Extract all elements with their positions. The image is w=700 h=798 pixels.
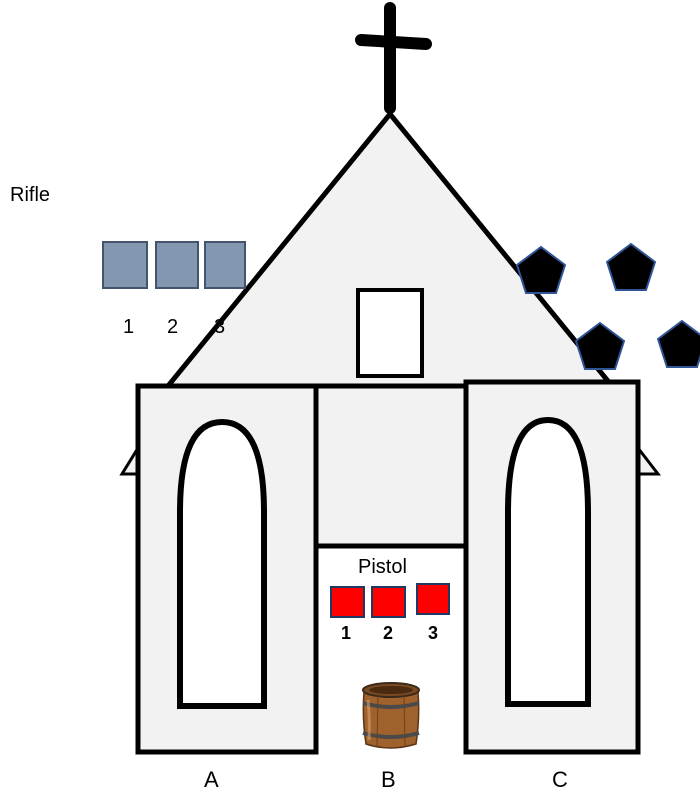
rifle-slot-3[interactable] bbox=[204, 241, 246, 289]
rifle-slot-group bbox=[102, 241, 246, 289]
rifle-slot-number-2: 2 bbox=[167, 316, 178, 338]
barrel-icon[interactable] bbox=[362, 682, 420, 749]
cross-icon bbox=[355, 2, 432, 114]
pentagon-icon[interactable] bbox=[605, 242, 657, 291]
pentagon-icon[interactable] bbox=[515, 245, 567, 294]
section-label-a: A bbox=[204, 767, 219, 792]
pentagon-icon[interactable] bbox=[574, 321, 626, 370]
rifle-slot-1[interactable] bbox=[102, 241, 148, 289]
rifle-slot-number-1: 1 bbox=[123, 316, 134, 338]
pistol-slot-3[interactable] bbox=[416, 583, 450, 615]
rifle-label: Rifle bbox=[10, 184, 50, 206]
middle-wall bbox=[313, 383, 469, 549]
section-label-b: B bbox=[381, 767, 396, 792]
pistol-label: Pistol bbox=[358, 556, 407, 578]
pistol-slot-1[interactable] bbox=[330, 586, 365, 618]
attic-window bbox=[356, 288, 424, 378]
arched-window-a bbox=[177, 418, 267, 709]
right-eave bbox=[636, 443, 662, 476]
pistol-slot-2[interactable] bbox=[371, 586, 406, 618]
pistol-slot-group bbox=[330, 583, 450, 618]
pistol-slot-number-2: 2 bbox=[383, 623, 393, 643]
rifle-slot-2[interactable] bbox=[155, 241, 199, 289]
pistol-slot-number-3: 3 bbox=[428, 623, 438, 643]
arched-window-c bbox=[505, 416, 591, 707]
pistol-slot-number-1: 1 bbox=[341, 623, 351, 643]
section-label-c: C bbox=[552, 767, 568, 792]
enemy-pentagons bbox=[515, 242, 700, 370]
rifle-slot-number-3: 3 bbox=[214, 316, 225, 338]
pentagon-icon[interactable] bbox=[656, 319, 700, 368]
